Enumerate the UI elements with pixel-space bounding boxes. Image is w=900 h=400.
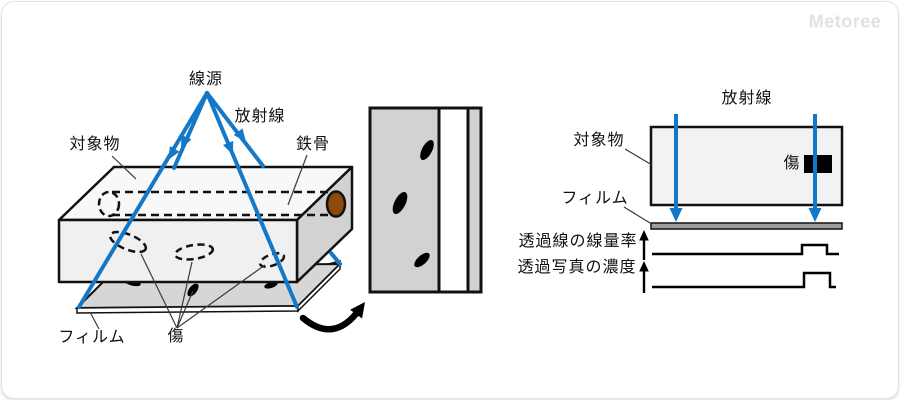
label-flaw-left: 傷 (167, 328, 185, 345)
closeup-curved-arrow (299, 302, 365, 333)
ray-arrowhead (168, 146, 180, 160)
label-dose-rate: 透過線の線量率 (518, 233, 638, 250)
ray-arrowhead (233, 128, 246, 142)
steel-label-leader (287, 154, 308, 206)
radiation-ray-segment (329, 251, 342, 266)
label-film-right: フィルム (561, 190, 629, 207)
radiation-ray (205, 91, 265, 168)
radiation-arrowhead (808, 208, 822, 222)
label-film-left: フィルム (58, 329, 126, 346)
object-label-leader (624, 148, 653, 166)
radiation-arrowhead (669, 208, 683, 222)
curved-arrow-shaft (299, 306, 363, 333)
film-closeup-panel (368, 106, 483, 294)
leader-lines-right (623, 148, 653, 224)
flaw-ellipse (173, 243, 215, 261)
film-flaw-mark (187, 283, 199, 297)
label-source: 線源 (188, 71, 224, 88)
internal-flaws (108, 230, 286, 268)
flaw-label-leader (176, 290, 194, 329)
density-profile (652, 271, 836, 289)
flaw-block (804, 155, 832, 173)
radiation-rays (77, 91, 342, 309)
radiation-arrowheads-right (669, 208, 822, 222)
label-radiation-right: 放射線 (721, 90, 773, 107)
axis-arrowhead (639, 261, 649, 272)
radiation-ray (205, 91, 299, 309)
dose-rate-profile (652, 243, 839, 256)
leader-lines-left (89, 154, 308, 330)
film-right-edge (297, 262, 341, 313)
ray-arrowhead (181, 134, 192, 149)
ray-arrowhead (223, 140, 234, 155)
film-label-leader (623, 206, 651, 224)
film-front-edge (76, 305, 299, 314)
radiation-arrows-right (674, 114, 817, 210)
label-steel-frame: 鉄骨 (295, 136, 331, 153)
label-object-left: 対象物 (69, 136, 121, 153)
flaw-ellipse (108, 230, 148, 254)
flaw-ellipse (258, 252, 286, 268)
label-object-right: 対象物 (573, 132, 625, 149)
curved-arrow-head (350, 302, 365, 319)
closeup-flaw-image (420, 140, 434, 160)
metoree-logo: Metoree (808, 11, 882, 32)
flaw-label-leader (176, 264, 266, 329)
steel-pipe-left-cap (97, 190, 121, 218)
closeup-white-strip (437, 106, 470, 294)
steel-pipe-end-cap (325, 190, 347, 218)
radiation-ray (77, 91, 209, 309)
label-photo-density: 透過写真の濃度 (517, 259, 637, 276)
signal-profiles (652, 243, 839, 289)
axis-arrowhead (639, 230, 649, 241)
closeup-flaw-image (414, 252, 430, 268)
film-label-leader (89, 311, 100, 330)
axis-arrowheads (639, 230, 649, 272)
label-flaw-right: 傷 (783, 155, 801, 172)
label-radiation-left: 放射線 (234, 108, 286, 125)
flaw-label-leader (140, 253, 178, 329)
steel-pipe (97, 190, 347, 218)
film-bar (650, 222, 843, 230)
object-label-leader (111, 155, 137, 180)
radiation-ray (172, 91, 209, 170)
flaw-label-leader (176, 261, 193, 329)
radiation-ray-arrowheads (168, 128, 246, 160)
closeup-flaw-image (392, 192, 408, 214)
closeup-flaw-images (392, 140, 434, 268)
